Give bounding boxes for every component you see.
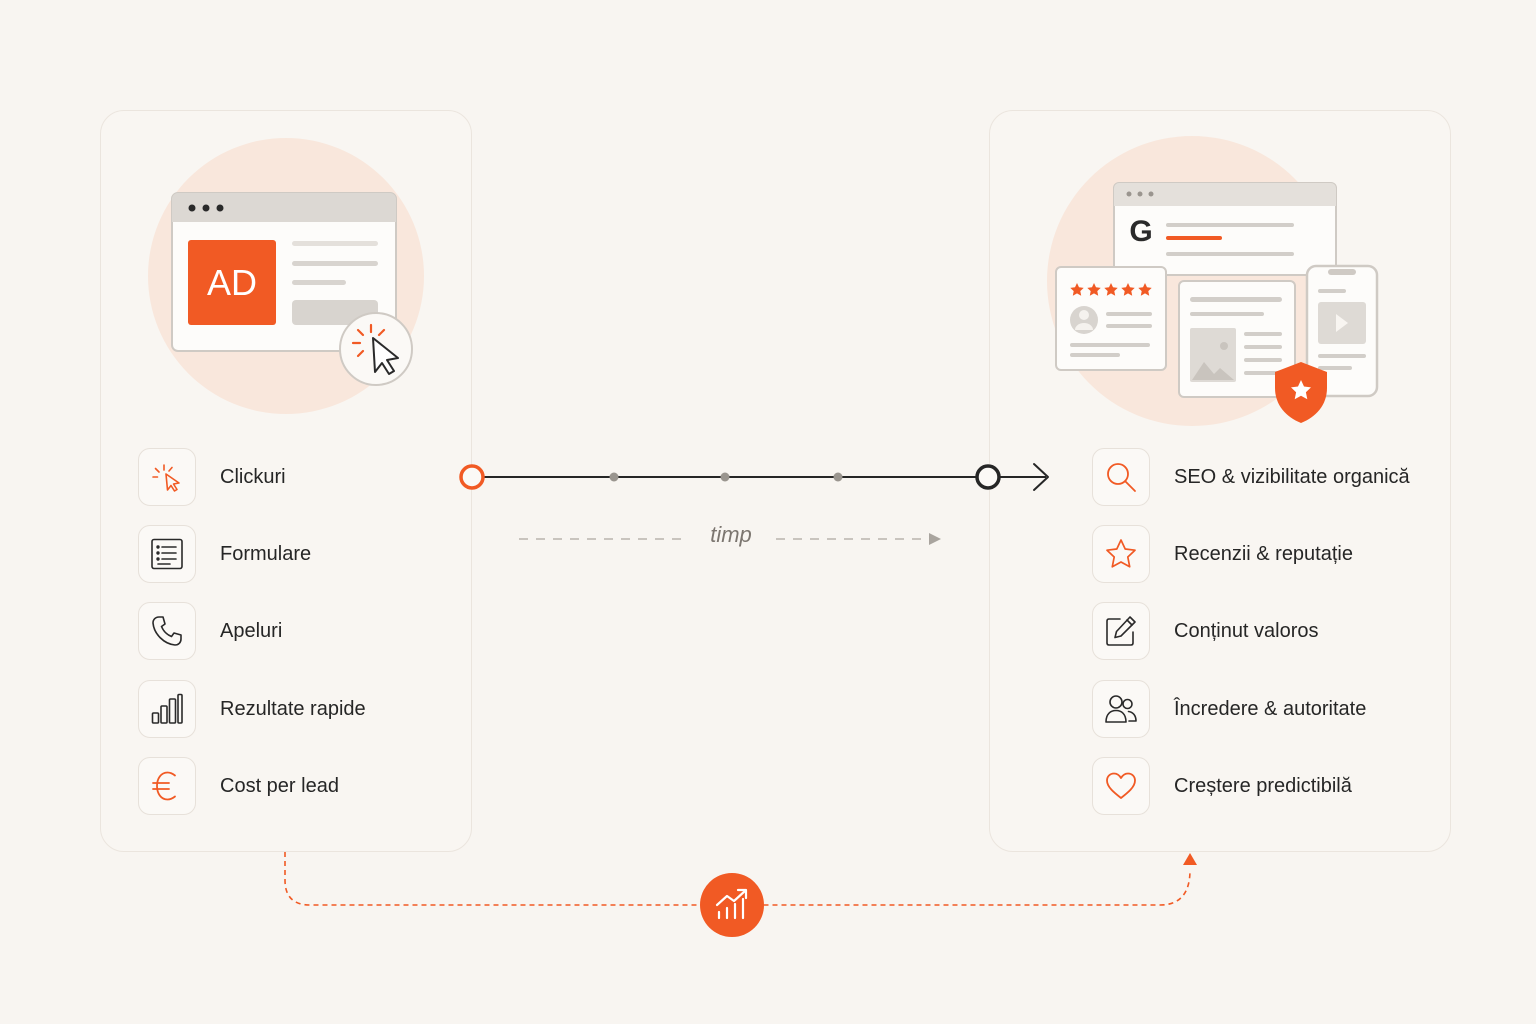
search-engine-logo: G [1129,215,1153,248]
ad-badge-text: AD [206,262,257,303]
left-list-item-clickuri: Clickuri [138,447,286,507]
right-item-label: Recenzii & reputație [1174,542,1353,565]
growth-chart-icon [715,888,748,920]
right-list-item-recenzii: Recenzii & reputație [1092,524,1353,584]
left-list-item-formulare: Formulare [138,524,311,584]
left-list-item-apeluri: Apeluri [138,601,282,661]
right-list-item-seo: SEO & vizibilitate organică [1092,447,1410,507]
left-item-label: Apeluri [220,619,283,642]
growth-badge [700,873,764,937]
right-list-item-incredere: Încredere & autoritate [1092,679,1366,739]
left-list-item-cost-per-lead: Cost per lead [138,756,339,816]
phone-icon [138,602,196,660]
right-list-item-crestere: Creștere predictibilă [1092,756,1352,816]
euro-icon [138,757,196,815]
left-item-label: Rezultate rapide [220,697,366,720]
timeline-tick [609,472,619,482]
click-icon [138,448,196,506]
left-list-item-rezultate-rapide: Rezultate rapide [138,679,366,739]
timeline-tick [833,472,843,482]
right-item-label: Încredere & autoritate [1174,697,1367,720]
timeline-tick [720,472,730,482]
users-icon [1092,680,1150,738]
left-item-label: Clickuri [220,465,286,488]
heart-icon [1092,757,1150,815]
connector-arrowhead [1183,853,1197,865]
left-item-label: Cost per lead [220,774,339,797]
form-icon [138,525,196,583]
connector-dashed-path [284,852,1191,906]
bar-chart-icon [138,680,196,738]
right-list-item-continut: Conținut valoros [1092,601,1319,661]
right-illustration-halo [1047,136,1337,426]
right-item-label: Creștere predictibilă [1174,774,1352,797]
search-icon [1092,448,1150,506]
right-item-label: Conținut valoros [1174,619,1319,642]
right-item-label: SEO & vizibilitate organică [1174,465,1410,488]
left-item-label: Formulare [220,542,312,565]
star-icon [1092,525,1150,583]
time-arrowhead [929,533,941,545]
time-label: timp [710,522,752,547]
edit-icon [1092,602,1150,660]
